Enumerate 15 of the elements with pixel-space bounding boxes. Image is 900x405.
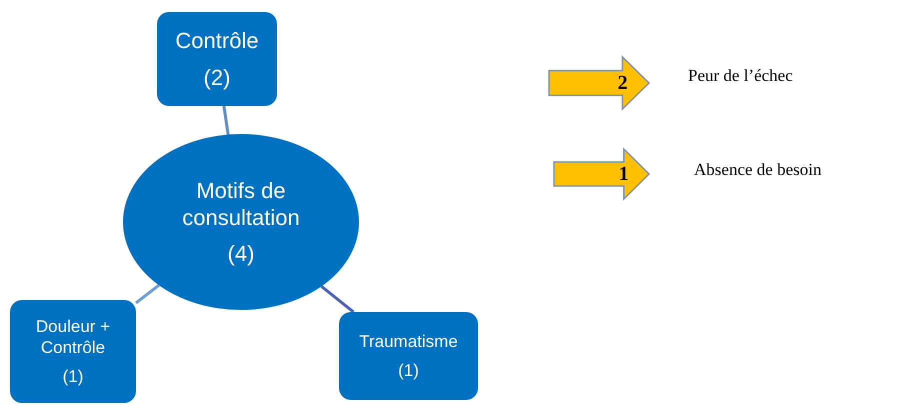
count-label: (2)	[204, 64, 230, 92]
node-title: Douleur + Contrôle	[34, 316, 112, 358]
number-label: 1	[618, 162, 629, 186]
legend-text: Peur de l’échec	[688, 66, 793, 86]
number-label: 2	[618, 71, 628, 95]
connector-line	[135, 284, 160, 304]
count-label: (1)	[62, 366, 84, 388]
legend-text: Absence de besoin	[694, 160, 822, 180]
node-title: Motifs de consultation	[181, 176, 301, 232]
node-title: Contrôle	[175, 26, 259, 54]
connector-line	[222, 106, 230, 135]
count-label: (4)	[228, 240, 254, 268]
count-label: (1)	[398, 360, 419, 382]
connector-line	[320, 285, 354, 314]
node-title: Traumatisme	[359, 330, 458, 352]
